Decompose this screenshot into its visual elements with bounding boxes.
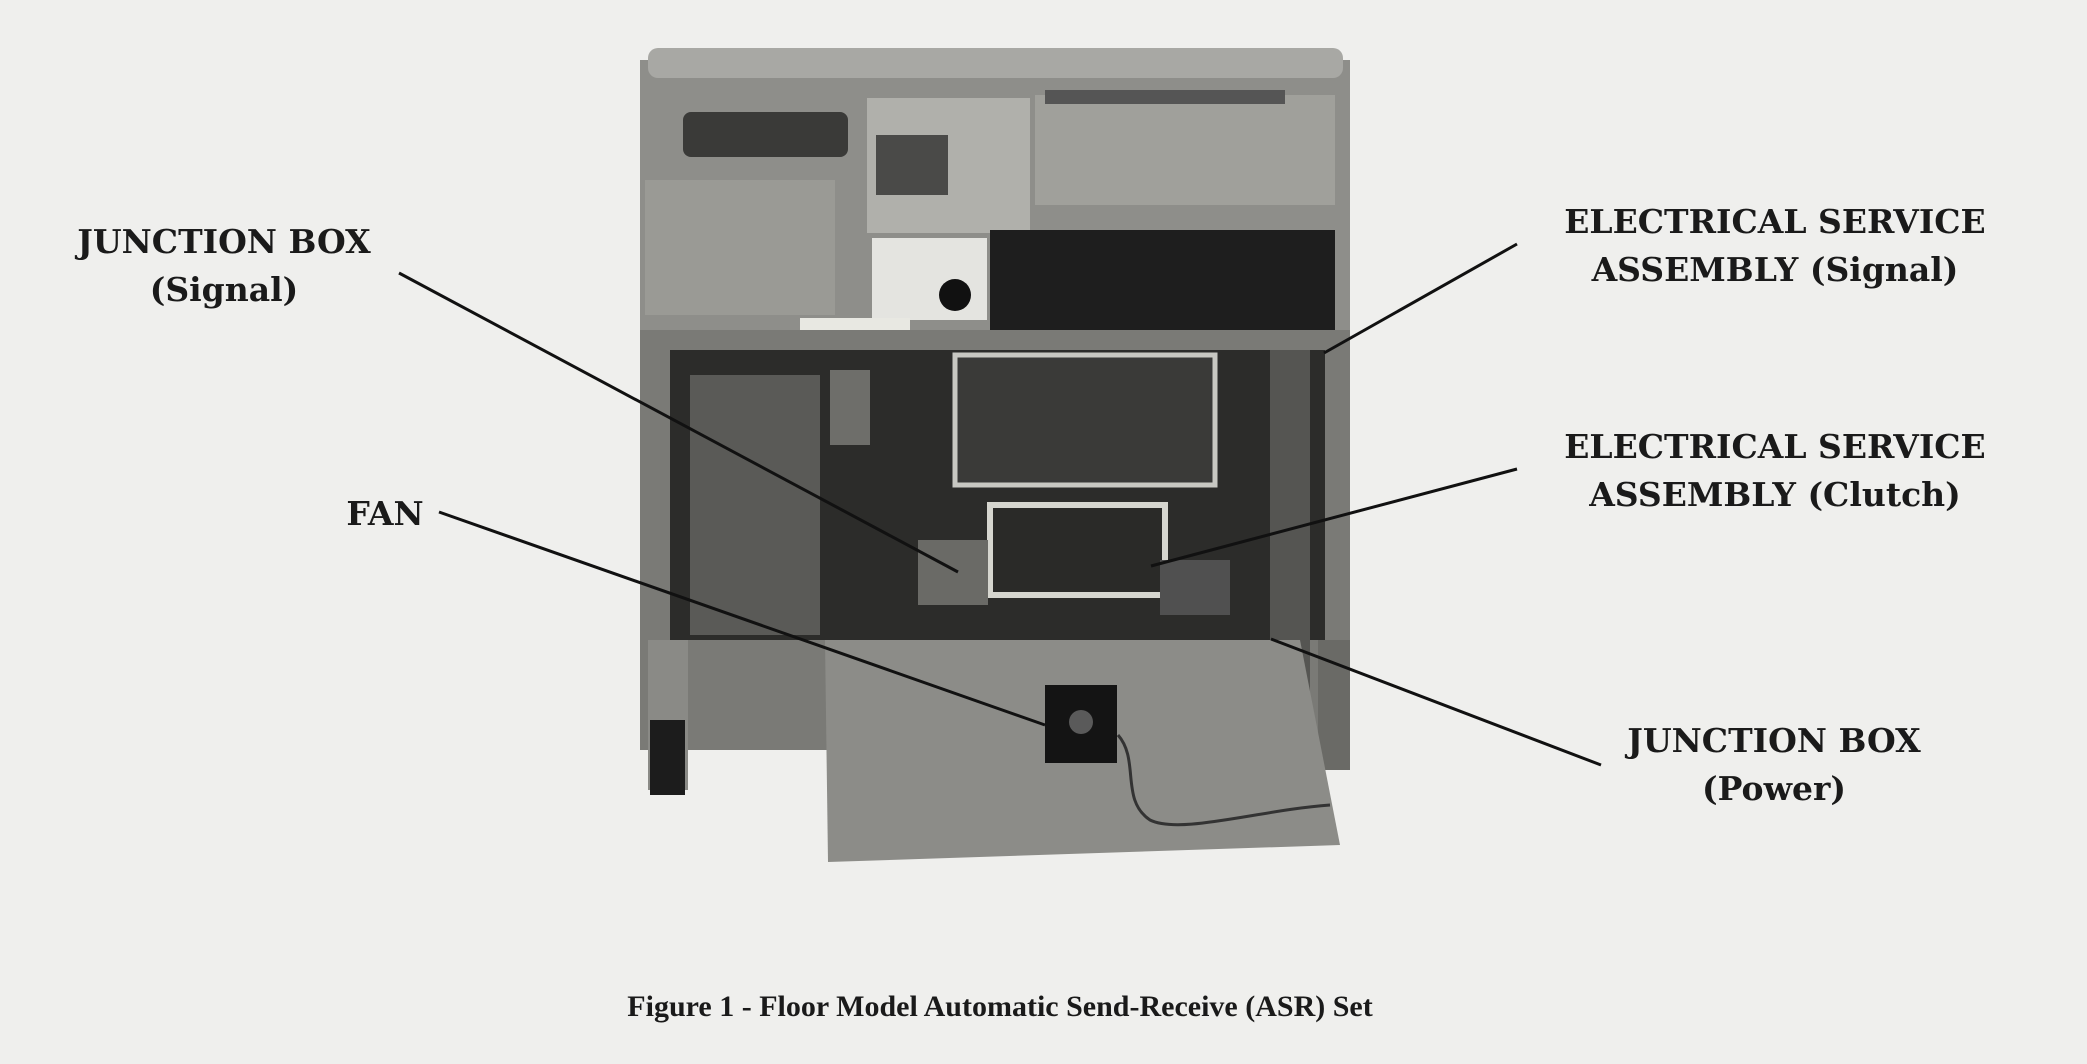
panel-window — [876, 135, 948, 195]
leg-left-foot — [650, 720, 685, 795]
callout-line: JUNCTION BOX — [1627, 721, 1921, 760]
leader-lines — [398, 242, 1602, 767]
keyboard — [990, 230, 1335, 335]
inner-bracket — [830, 370, 870, 445]
callout-line: ELECTRICAL SERVICE — [1564, 202, 1986, 241]
callout-junction-box-signal: JUNCTION BOX (Signal) — [44, 218, 404, 314]
fan-hub — [1069, 710, 1093, 734]
callout-line: ASSEMBLY (Signal) — [1591, 250, 1959, 289]
callout-line: ELECTRICAL SERVICE — [1564, 427, 1986, 466]
side-panel — [645, 180, 835, 315]
paper-guide — [1045, 90, 1285, 104]
inner-side-wall — [690, 375, 820, 635]
electrical-service-assembly-clutch — [987, 502, 1168, 598]
callout-esa-clutch: ELECTRICAL SERVICE ASSEMBLY (Clutch) — [1515, 423, 2035, 519]
leader-junction-box-signal — [398, 271, 959, 574]
figure-caption: Figure 1 - Floor Model Automatic Send-Re… — [627, 990, 1373, 1023]
callout-line: (Power) — [1702, 769, 1846, 808]
window-left — [683, 112, 848, 157]
cabinet-lid — [648, 48, 1343, 78]
callout-line: ASSEMBLY (Clutch) — [1589, 475, 1961, 514]
callout-line: FAN — [346, 494, 424, 533]
callout-line: JUNCTION BOX — [77, 222, 371, 261]
electrical-service-assembly-signal — [952, 352, 1218, 488]
leader-esa-clutch — [1150, 467, 1518, 568]
leader-esa-signal — [1323, 242, 1518, 355]
junction-box-power — [1160, 560, 1230, 615]
callout-esa-signal: ELECTRICAL SERVICE ASSEMBLY (Signal) — [1515, 198, 2035, 294]
dial-knob — [939, 279, 971, 311]
callout-fan: FAN — [325, 490, 445, 538]
callout-junction-box-power: JUNCTION BOX (Power) — [1594, 717, 1954, 813]
platen-area — [1035, 95, 1335, 205]
callout-line: (Signal) — [149, 270, 299, 309]
fan-cord — [1116, 734, 1331, 827]
dial-plate — [872, 238, 987, 320]
leader-fan — [438, 510, 1046, 727]
junction-box-signal — [918, 540, 988, 605]
leader-junction-box-power — [1270, 637, 1602, 767]
